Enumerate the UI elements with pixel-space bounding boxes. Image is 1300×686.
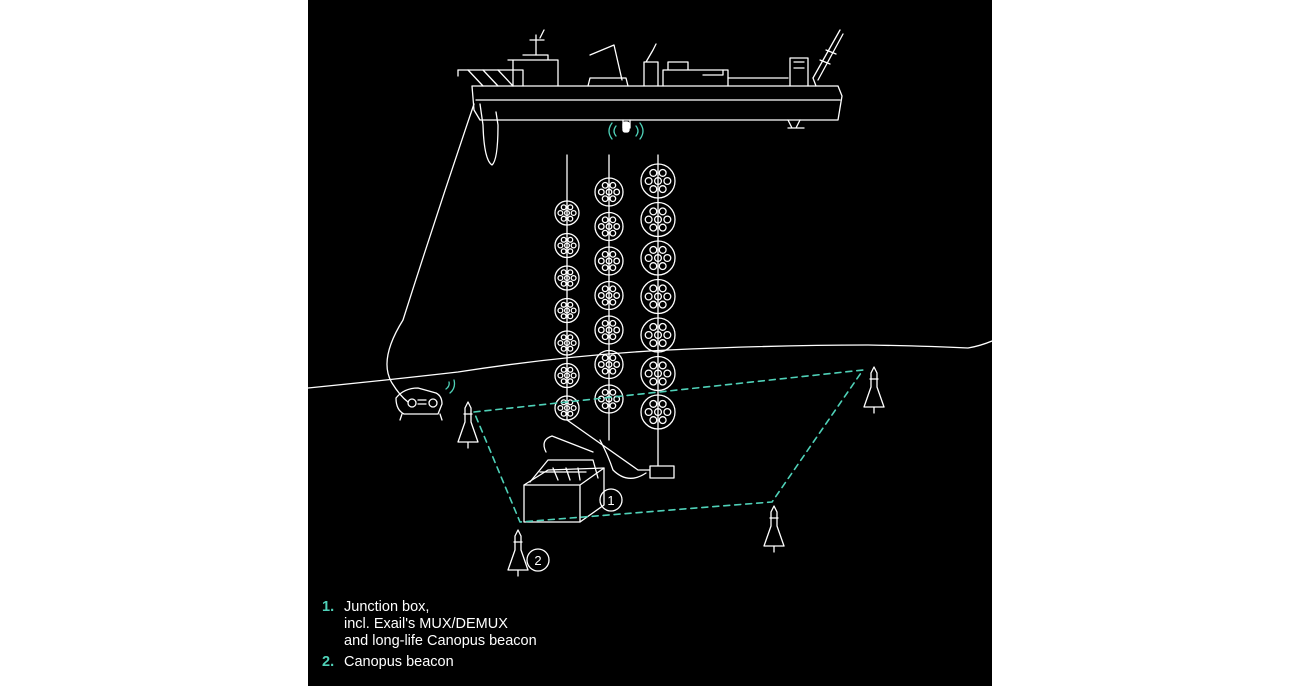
umbilical-cable: [386, 103, 475, 403]
hydrophone-sphere: [594, 280, 624, 311]
legend-number: 1.: [322, 599, 335, 615]
array-cable: [599, 439, 647, 479]
signal-waves-icon: [608, 121, 644, 140]
callout-junction-box: 1: [599, 488, 623, 512]
hydrophone-sphere: [640, 278, 676, 315]
svg-text:2: 2: [534, 553, 541, 568]
legend-line: Canopus beacon: [344, 654, 454, 670]
canopus-beacon-icon: [457, 401, 479, 449]
legend-line: and long-life Canopus beacon: [344, 633, 537, 649]
hydrophone-sphere: [554, 297, 580, 324]
hydrophone-sphere: [594, 211, 624, 242]
callout-beacon: 2: [526, 548, 550, 572]
acoustic-network-dashed: [473, 369, 864, 523]
legend-number: 2.: [322, 654, 335, 670]
hydrophone-sphere: [554, 362, 580, 389]
hydrophone-sphere: [640, 201, 676, 238]
hydrophone-sphere: [554, 232, 580, 259]
hydrophone-sphere: [594, 349, 624, 380]
hydrophone-sphere: [554, 330, 580, 356]
legend-line: Junction box,: [344, 599, 430, 615]
hydrophone-sphere: [594, 246, 624, 276]
seabed-line: [308, 340, 992, 389]
hydrophone-sphere: [640, 163, 676, 199]
svg-text:1: 1: [607, 493, 614, 508]
legend-line: incl. Exail's MUX/DEMUX: [344, 616, 508, 632]
diagram-canvas: 1 2 1. Junction box, incl. Exail's MUX/D…: [308, 0, 992, 686]
hydrophone-array-icon: [554, 154, 676, 479]
subsea-scene: 1 2: [308, 29, 992, 577]
hydrophone-sphere: [594, 177, 624, 207]
hydrophone-sphere: [640, 355, 676, 392]
hydrophone-sphere: [554, 265, 580, 291]
hydrophone-sphere: [594, 315, 624, 345]
hydrophone-sphere: [640, 240, 676, 276]
rov-icon: [395, 379, 456, 421]
canopus-beacon-icon: [863, 366, 885, 414]
junction-box-icon: [523, 435, 605, 523]
vessel-icon: [457, 29, 844, 166]
hydrophone-sphere: [640, 394, 676, 430]
canopus-beacon-icon: [763, 505, 785, 553]
hydrophone-sphere: [554, 200, 580, 226]
hydrophone-sphere: [640, 317, 676, 353]
canopus-beacon-icon: [507, 529, 529, 577]
